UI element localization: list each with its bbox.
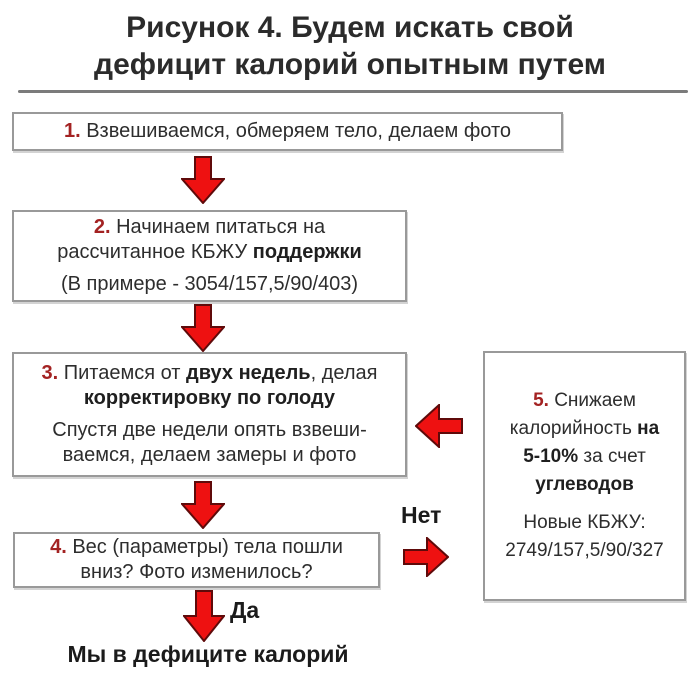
figure-title: Рисунок 4. Будем искать свой дефицит кал… (0, 9, 700, 83)
figure-title-line2: дефицит калорий опытным путем (94, 48, 606, 81)
figure-title-line1: Рисунок 4. Будем искать свой (126, 11, 574, 44)
arrow-down-step4-to-result (183, 590, 225, 642)
step-1-box: 1. Взвешиваемся, обмеряем тело, делаем ф… (12, 112, 563, 151)
arrow-down-step1-to-step2 (181, 156, 225, 204)
result-text: Мы в дефиците калорий (67, 641, 349, 667)
no-branch-label: Нет (401, 502, 442, 528)
arrow-down-step2-to-step3 (181, 304, 225, 352)
arrow-down-step3-to-step4 (181, 481, 225, 529)
arrow-right-step4-to-step5 (403, 537, 449, 577)
yes-branch-label: Да (230, 597, 260, 623)
title-divider (18, 90, 688, 93)
arrow-left-step5-to-step3 (415, 404, 463, 448)
